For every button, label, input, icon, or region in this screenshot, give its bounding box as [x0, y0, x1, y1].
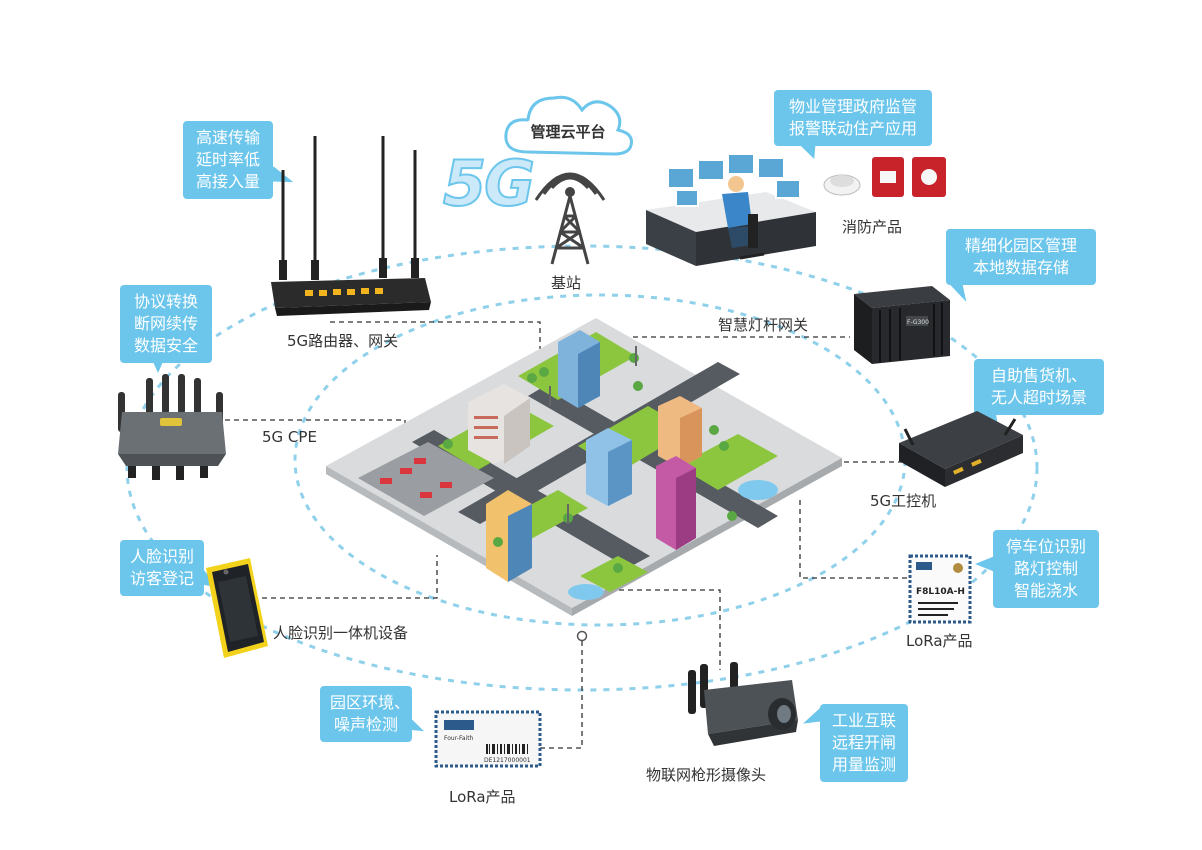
bullet-camera-icon: [688, 662, 798, 746]
callout-env: 园区环境、噪声检测: [320, 686, 412, 742]
monitoring-desk-icon: [646, 153, 816, 266]
5g-cpe-icon: [118, 374, 226, 480]
5g-ipc-icon: [899, 411, 1023, 487]
5g-cpe-label: 5G CPE: [262, 428, 317, 446]
5g-router-icon: [271, 136, 431, 316]
callout-vending: 自助售货机、无人超时场景: [974, 359, 1104, 415]
callout-park: 精细化园区管理本地数据存储: [946, 229, 1096, 285]
lora-bottom-label: LoRa产品: [449, 788, 516, 806]
lamp-gateway-brand: F-G300: [907, 319, 929, 326]
lora-module-right-icon: F8L10A-H: [908, 554, 972, 624]
lora-bottom-sn: DE1217000001: [484, 757, 531, 764]
lora-bottom-brand: Four-Faith: [444, 735, 474, 742]
lamp-gateway-icon: F-G300: [854, 286, 950, 364]
lamp-gateway-label: 智慧灯杆网关: [718, 316, 809, 334]
fire-products-icon: [823, 157, 946, 197]
building-orange: [658, 396, 702, 468]
fire-products-label: 消防产品: [842, 218, 903, 236]
base-station-icon: [534, 172, 606, 265]
lora-module-bottom-icon: Four-Faith DE1217000001: [434, 710, 542, 768]
5g-logo: 5G: [442, 147, 536, 220]
fountain: [738, 480, 778, 500]
parking-lot: [358, 442, 494, 516]
base-station-label: 基站: [551, 274, 582, 292]
building-white: [468, 384, 530, 464]
lora-right-model: F8L10A-H: [916, 587, 965, 597]
callout-face: 人脸识别访客登记: [120, 540, 204, 596]
line-face: [262, 555, 438, 599]
smart-park-city-illustration: [326, 318, 842, 616]
5g-router-label: 5G路由器、网关: [287, 332, 399, 350]
line-lora-bottom: [540, 640, 583, 749]
building-gold: [486, 490, 532, 582]
callout-speed: 高速传输延时率低高接入量: [183, 121, 273, 199]
cloud-label: 管理云平台: [521, 120, 615, 144]
face-terminal-label: 人脸识别一体机设备: [273, 624, 409, 642]
5g-ipc-label: 5G工控机: [870, 492, 937, 510]
lora-right-label: LoRa产品: [906, 632, 973, 650]
building-blue: [558, 330, 600, 408]
line-camera: [610, 589, 721, 670]
callout-industrial: 工业互联远程开闸用量监测: [820, 704, 908, 782]
building-magenta: [656, 456, 696, 550]
ring-node: [576, 630, 588, 642]
bullet-camera-label: 物联网枪形摄像头: [646, 766, 767, 784]
callout-gov: 物业管理政府监管报警联动住产应用: [774, 90, 932, 146]
face-terminal-icon: [206, 558, 268, 658]
callout-parking: 停车位识别路灯控制智能浇水: [993, 530, 1099, 608]
building-center: [586, 428, 632, 506]
callout-protocol: 协议转换断网续传数据安全: [120, 285, 212, 363]
